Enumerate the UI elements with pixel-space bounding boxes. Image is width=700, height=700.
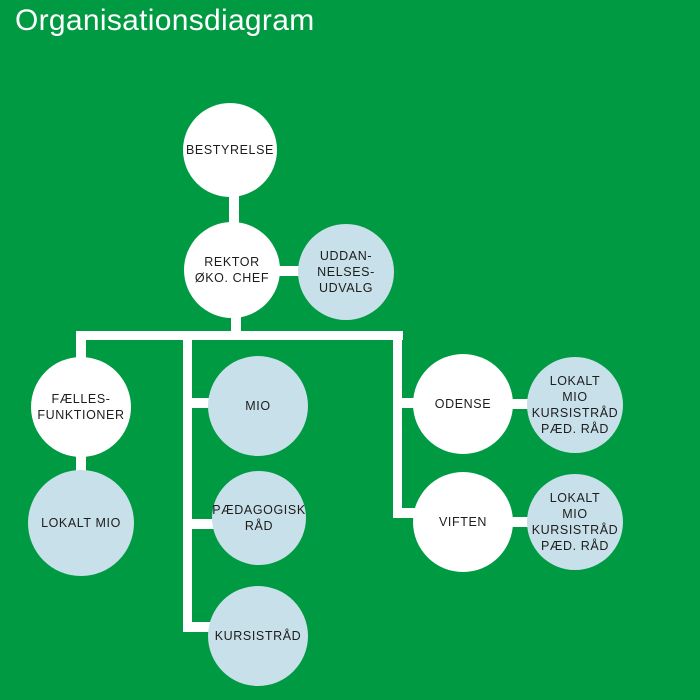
node-kursistraad-label: KURSISTRÅD [214,628,302,643]
node-rektor-label: REKTOR ØKO. CHEF [194,254,270,285]
node-uddannelsesudvalg: UDDAN- NELSES- UDVALG [298,224,394,320]
node-bestyrelse-label: BESTYRELSE [186,142,274,157]
node-paedagogisk-raad-label: PÆDAGOGISK RÅD [212,502,306,533]
connector-right-branch-drop [393,331,402,518]
node-rektor-oeko-chef: REKTOR ØKO. CHEF [184,222,280,318]
node-paedagogisk-raad: PÆDAGOGISK RÅD [212,471,306,565]
node-odense-label: ODENSE [434,396,492,411]
connector-rektor-branch-bar [231,312,241,336]
node-mio-label: MIO [245,398,271,413]
node-viften: VIFTEN [413,472,513,572]
node-faellesfunktioner: FÆLLES- FUNKTIONER [31,357,131,457]
node-kursistraad: KURSISTRÅD [208,586,308,686]
connector-bestyrelse-rektor [229,190,239,230]
node-viften-lokalraad: LOKALT MIO KURSISTRÅD PÆD. RÅD [527,474,623,570]
node-odense-lokalraad: LOKALT MIO KURSISTRÅD PÆD. RÅD [527,357,623,453]
node-faellesfunktioner-label: FÆLLES- FUNKTIONER [37,391,125,422]
connector-left-branch-drop [76,331,86,365]
node-mio: MIO [208,356,308,456]
node-uddannelsesudvalg-label: UDDAN- NELSES- UDVALG [317,248,375,296]
connector-center-branch-drop [183,331,192,632]
node-viften-label: VIFTEN [438,514,488,529]
connector-kursistraad-stub [188,622,214,632]
connector-branch-bar [76,331,403,340]
connector-rektor-uddannelsesudvalg [276,266,304,276]
connector-odense-stub [400,398,418,408]
node-odense: ODENSE [413,354,513,454]
node-lokalt-mio: LOKALT MIO [28,470,134,576]
connector-odense-lokalraad [505,399,535,409]
node-odense-lokalraad-label: LOKALT MIO KURSISTRÅD PÆD. RÅD [531,373,619,437]
node-bestyrelse: BESTYRELSE [183,103,277,197]
connector-viften-lokalraad [505,517,535,527]
page-title: Organisationsdiagram [15,4,315,37]
connector-viften-stub [400,508,418,518]
node-lokalt-mio-label: LOKALT MIO [41,515,121,530]
connector-faelles-lokaltmio [76,452,86,478]
connector-mio-stub [188,398,214,408]
connector-paedagogisk-stub [188,519,218,529]
node-viften-lokalraad-label: LOKALT MIO KURSISTRÅD PÆD. RÅD [531,490,619,554]
